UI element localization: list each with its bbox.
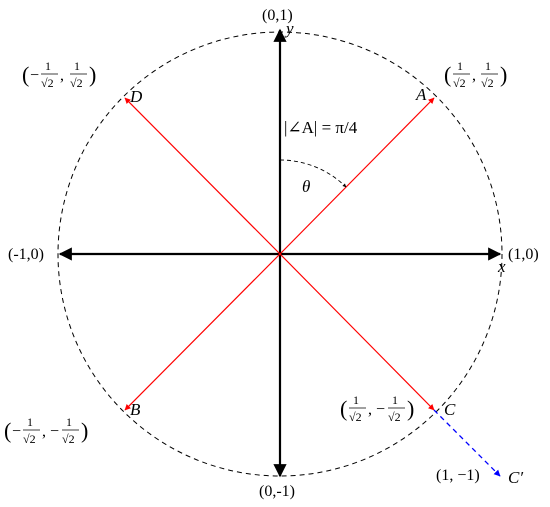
svg-text:√2: √2: [349, 410, 362, 424]
vector-d: [124, 97, 281, 255]
coords-a: ( 1 √2 , 1 √2 ): [444, 59, 507, 90]
bottom-label: (0,-1): [259, 483, 295, 500]
vector-a: [279, 97, 435, 255]
coords-b: ( − 1 √2 , − 1 √2 ): [4, 415, 88, 446]
svg-text:√2: √2: [70, 76, 83, 90]
point-c-prime-name: C′: [508, 468, 523, 487]
svg-text:√2: √2: [481, 76, 494, 90]
point-a-name: A: [415, 85, 427, 104]
svg-text:−: −: [30, 67, 39, 84]
left-label: (-1,0): [8, 246, 44, 263]
coords-c: ( 1 √2 , − 1 √2 ): [340, 393, 414, 424]
svg-text:√2: √2: [23, 432, 36, 446]
y-axis-label: y: [284, 19, 294, 38]
svg-text:−: −: [376, 401, 385, 418]
svg-text:1: 1: [45, 59, 51, 73]
vector-c-prime: [433, 409, 501, 477]
coords-d: ( − 1 √2 , 1 √2 ): [22, 59, 96, 90]
point-d-name: D: [129, 87, 143, 106]
svg-text:): ): [89, 62, 96, 87]
svg-text:1: 1: [457, 59, 463, 73]
svg-text:1: 1: [74, 59, 80, 73]
vector-c: [279, 253, 435, 411]
theta-arc: [279, 159, 347, 188]
x-axis-label: x: [497, 257, 506, 276]
point-c-name: C: [444, 400, 456, 419]
svg-text:,: ,: [60, 67, 64, 84]
svg-text:√2: √2: [41, 76, 54, 90]
svg-text:−: −: [50, 423, 59, 440]
svg-text:(: (: [22, 62, 29, 87]
theta-label: θ: [302, 177, 310, 196]
point-b-name: B: [130, 400, 141, 419]
svg-text:1: 1: [66, 415, 72, 429]
vector-b: [124, 253, 281, 411]
svg-text:,: ,: [42, 423, 46, 440]
svg-text:√2: √2: [62, 432, 75, 446]
svg-text:1: 1: [27, 415, 33, 429]
svg-text:(: (: [444, 62, 451, 87]
svg-text:(: (: [340, 396, 347, 421]
svg-text:−: −: [12, 423, 21, 440]
svg-text:,: ,: [472, 67, 476, 84]
svg-text:): ): [407, 396, 414, 421]
svg-text:): ): [500, 62, 507, 87]
svg-text:√2: √2: [388, 410, 401, 424]
point-c-prime-coords: (1, −1): [436, 467, 480, 484]
angle-label: |∠A| = π/4: [284, 118, 358, 137]
right-label: (1,0): [508, 246, 539, 263]
svg-text:): ): [81, 418, 88, 443]
top-label: (0,1): [262, 7, 293, 24]
svg-text:1: 1: [392, 393, 398, 407]
svg-text:(: (: [4, 418, 11, 443]
svg-text:,: ,: [368, 401, 372, 418]
svg-text:1: 1: [485, 59, 491, 73]
svg-text:√2: √2: [453, 76, 466, 90]
svg-text:1: 1: [353, 393, 359, 407]
